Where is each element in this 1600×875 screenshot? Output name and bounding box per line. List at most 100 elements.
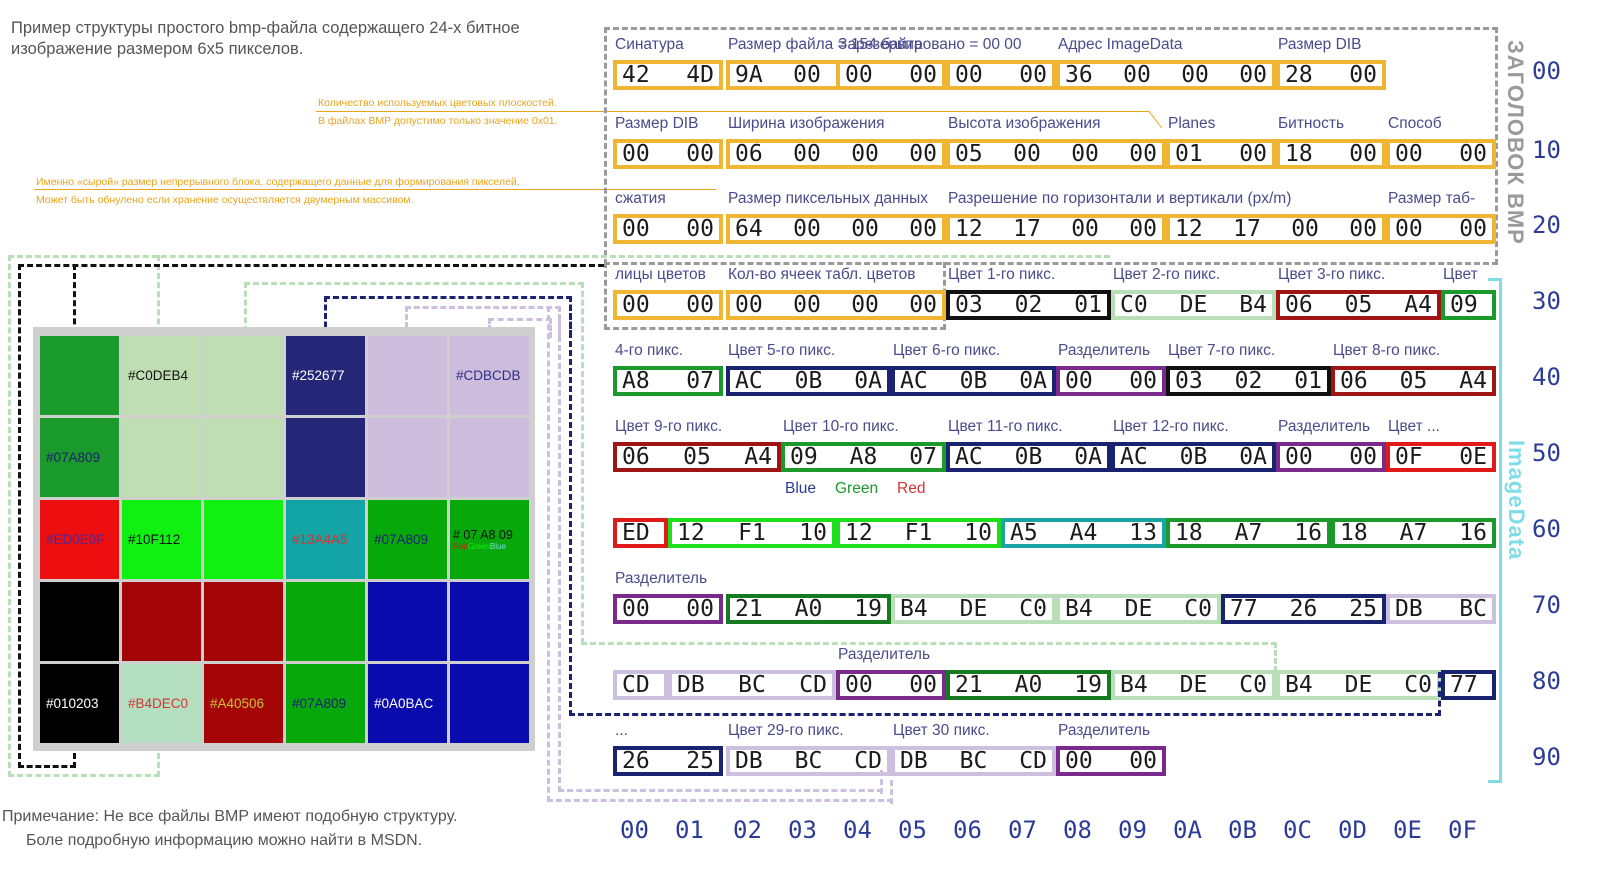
hex-byte: DB xyxy=(735,748,763,774)
hex-byte: B4 xyxy=(1065,596,1093,622)
hex-byte: 36 xyxy=(1065,62,1093,88)
row-address: 70 xyxy=(1532,591,1561,619)
hex-byte: 00 xyxy=(851,216,879,242)
hex-byte: A7 xyxy=(1399,520,1428,546)
hex-byte: 00 xyxy=(1349,62,1377,88)
pixel-cell xyxy=(450,664,529,743)
hex-byte: 00 xyxy=(622,141,650,167)
hex-byte: A8 xyxy=(622,368,650,394)
hex-byte: CD xyxy=(1019,748,1047,774)
pixel-cell: #A40506 xyxy=(204,664,283,743)
field-label: Высота изображения xyxy=(948,115,1101,132)
pixel-cell: #0A0BAC xyxy=(368,664,447,743)
hex-byte: 16 xyxy=(1459,520,1487,546)
hex-byte: 00 xyxy=(1349,141,1377,167)
hex-field: 09 xyxy=(1441,290,1496,320)
row-address: 60 xyxy=(1532,515,1561,543)
field-label: Ширина изображения xyxy=(728,115,885,132)
hex-byte: 21 xyxy=(735,596,763,622)
field-label: Цвет xyxy=(1443,266,1478,283)
hex-byte: 00 xyxy=(1239,141,1267,167)
pixel-color-label: #CDBCDB xyxy=(456,368,521,383)
field-label: Размер таб- xyxy=(1388,190,1476,207)
column-address: 0C xyxy=(1283,816,1312,844)
hex-byte: CD xyxy=(799,672,827,698)
hex-byte: B4 xyxy=(1285,672,1313,698)
hex-byte: 25 xyxy=(686,748,714,774)
column-address: 00 xyxy=(620,816,649,844)
column-address: 03 xyxy=(788,816,817,844)
hex-byte: AC xyxy=(900,368,928,394)
row-address: 80 xyxy=(1532,667,1561,695)
pixel-color-label: #07A809 xyxy=(374,532,429,547)
hex-byte: 00 xyxy=(793,141,821,167)
hex-byte: 00 xyxy=(1395,141,1423,167)
hex-byte: 00 xyxy=(686,216,714,242)
hex-byte: DE xyxy=(1124,596,1153,622)
lilac-bracket xyxy=(547,306,893,802)
hex-field: CD xyxy=(613,670,668,700)
raw-size-annotation: Именно «сырой» размер непрерывного блока… xyxy=(36,173,596,209)
header-region xyxy=(604,27,1498,265)
hex-byte: 12 xyxy=(845,520,873,546)
column-address: 04 xyxy=(843,816,872,844)
hex-byte: DB xyxy=(900,748,928,774)
hex-byte: C0 xyxy=(1404,672,1432,698)
hex-byte: 0B xyxy=(1179,444,1208,470)
rgb-sub-label: Green xyxy=(467,541,490,551)
hex-byte: 00 xyxy=(845,62,873,88)
hex-byte: 07 xyxy=(686,368,714,394)
field-label: Адрес ImageData xyxy=(1058,36,1183,53)
hex-byte: 06 xyxy=(1285,292,1313,318)
field-label: Цвет 3-го пикс. xyxy=(1278,266,1386,283)
row-address: 00 xyxy=(1532,57,1561,85)
hex-byte: 0E xyxy=(1459,444,1487,470)
imagedata-section-title: ImageData xyxy=(1504,440,1529,561)
pixel-cell xyxy=(368,418,447,497)
hex-byte: AC xyxy=(955,444,983,470)
hex-byte: 00 xyxy=(793,292,821,318)
hex-byte: 01 xyxy=(1294,368,1322,394)
planes-annotation-line1: Количество используемых цветовых плоскос… xyxy=(318,97,557,109)
hex-byte: 00 xyxy=(1019,62,1047,88)
hex-byte: F1 xyxy=(738,520,766,546)
hex-byte: 0A xyxy=(1239,444,1267,470)
column-address: 0E xyxy=(1393,816,1422,844)
row-address: 30 xyxy=(1532,287,1561,315)
hex-byte: 77 xyxy=(1450,672,1478,698)
hex-byte: ED xyxy=(622,520,650,546)
lilac-inner-side-bracket xyxy=(558,318,883,792)
hex-byte: 19 xyxy=(1074,672,1102,698)
pixel-cell xyxy=(450,418,529,497)
hex-byte: 0B xyxy=(959,368,988,394)
hex-byte: 00 xyxy=(955,62,983,88)
hex-byte: B4 xyxy=(1120,672,1148,698)
pixel-cell xyxy=(204,500,283,579)
pixel-color-label: #07A809 xyxy=(292,696,347,711)
column-address: 0B xyxy=(1228,816,1257,844)
field-label: Размер файла = 154 байта xyxy=(728,36,923,53)
hex-byte: C0 xyxy=(1019,596,1047,622)
hex-byte: 0A xyxy=(854,368,882,394)
field-label: Способ xyxy=(1388,115,1442,132)
pixel-color-label: #C0DEB4 xyxy=(128,368,189,383)
pixel-cell xyxy=(286,418,365,497)
pixel-cell: #10F112 xyxy=(122,500,201,579)
hex-byte: 21 xyxy=(955,672,983,698)
column-address: 0F xyxy=(1448,816,1477,844)
column-address: 05 xyxy=(898,816,927,844)
header-section-title: ЗАГОЛОВОК BMP xyxy=(1503,40,1528,245)
pixel-cell: #B4DEC0 xyxy=(122,664,201,743)
